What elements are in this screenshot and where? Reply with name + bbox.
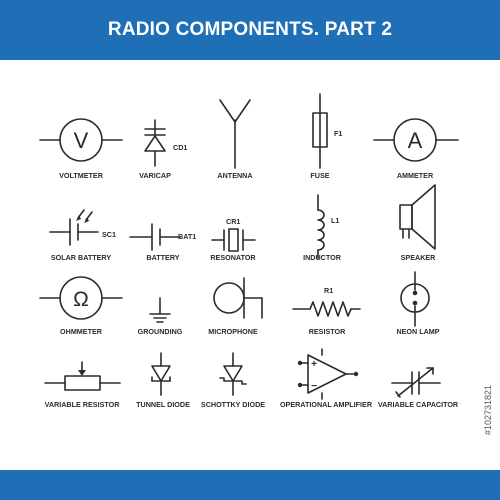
battery-label: BATTERY [146, 253, 179, 262]
tunnel-diode-label: TUNNEL DIODE [136, 400, 190, 409]
resonator-code: CR1 [226, 217, 240, 226]
microphone-label: MICROPHONE [208, 327, 258, 336]
operational-amplifier-symbol: + − OPERATIONAL AMPLIFIER [280, 348, 373, 409]
battery-symbol: BAT1 BATTERY [129, 223, 196, 262]
solar-battery-label: SOLAR BATTERY [51, 253, 111, 262]
variable-resistor-label: VARIABLE RESISTOR [45, 400, 121, 409]
opamp-minus-sign: − [311, 381, 317, 392]
varicap-label: VARICAP [139, 171, 171, 180]
ammeter-symbol: A AMMETER [373, 118, 459, 180]
variable-capacitor-symbol: VARIABLE CAPACITOR [378, 367, 459, 409]
grounding-label: GROUNDING [138, 327, 183, 336]
resistor-label: RESISTOR [309, 327, 346, 336]
ohmmeter-glyph: Ω [73, 288, 89, 311]
resistor-symbol: R1 RESISTOR [292, 286, 361, 336]
antenna-symbol: ANTENNA [217, 99, 253, 180]
resistor-code: R1 [324, 286, 333, 295]
speaker-label: SPEAKER [401, 253, 437, 262]
resonator-label: RESONATOR [210, 253, 256, 262]
microphone-symbol: MICROPHONE [208, 277, 263, 336]
opamp-plus-sign: + [311, 359, 317, 370]
inductor-label: INDUCTOR [303, 253, 342, 262]
ohmmeter-label: OHMMETER [60, 327, 103, 336]
resonator-symbol: CR1 RESONATOR [210, 217, 256, 262]
voltmeter-label: VOLTMETER [59, 171, 104, 180]
inductor-code: L1 [331, 216, 339, 225]
operational-amplifier-label: OPERATIONAL AMPLIFIER [280, 400, 373, 409]
solar-battery-code: SC1 [102, 230, 116, 239]
voltmeter-glyph: V [74, 128, 89, 153]
varicap-symbol: CD1 VARICAP [139, 119, 187, 180]
fuse-symbol: F1 FUSE [310, 93, 342, 180]
header-band: RADIO COMPONENTS. PART 2 [0, 0, 500, 60]
ammeter-glyph: A [408, 128, 423, 153]
grounding-symbol: GROUNDING [138, 297, 183, 336]
fuse-code: F1 [334, 129, 342, 138]
voltmeter-symbol: V VOLTMETER [39, 118, 123, 180]
fuse-label: FUSE [310, 171, 329, 180]
neon-lamp-symbol: NEON LAMP [396, 271, 440, 336]
tunnel-diode-symbol: TUNNEL DIODE [136, 352, 190, 409]
schottky-diode-symbol: SCHOTTKY DIODE [201, 352, 265, 409]
inductor-symbol: L1 INDUCTOR [303, 194, 342, 262]
variable-resistor-symbol: VARIABLE RESISTOR [44, 361, 121, 409]
neon-lamp-label: NEON LAMP [396, 327, 439, 336]
page-title: RADIO COMPONENTS. PART 2 [107, 19, 393, 40]
ohmmeter-symbol: Ω OHMMETER [39, 276, 123, 336]
schottky-diode-label: SCHOTTKY DIODE [201, 400, 265, 409]
ammeter-label: AMMETER [397, 171, 434, 180]
antenna-label: ANTENNA [217, 171, 252, 180]
battery-code: BAT1 [178, 232, 196, 241]
speaker-symbol: SPEAKER [399, 184, 437, 262]
variable-capacitor-label: VARIABLE CAPACITOR [378, 400, 459, 409]
solar-battery-symbol: SC1 SOLAR BATTERY [49, 209, 116, 262]
varicap-code: CD1 [173, 143, 187, 152]
footer-band [0, 470, 500, 500]
